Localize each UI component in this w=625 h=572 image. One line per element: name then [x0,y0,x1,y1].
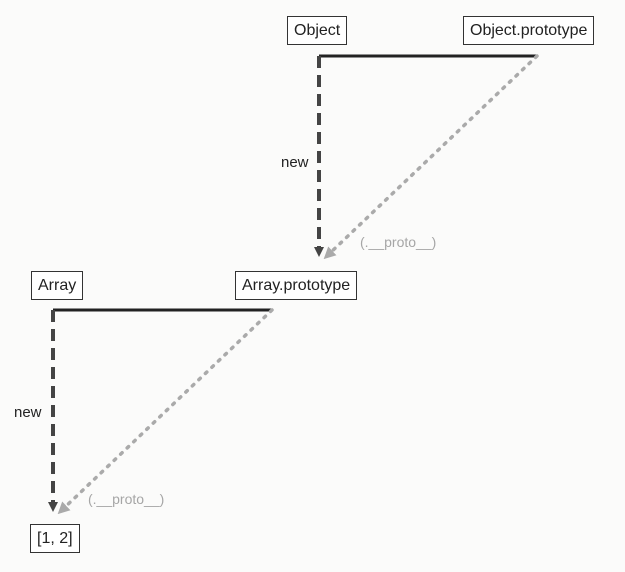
array-instance-node: [1, 2] [30,524,80,553]
new-label-bottom: new [14,404,42,421]
object-node: Object [287,16,348,45]
object-prototype-node: Object.prototype [463,16,595,45]
object-proto-arrow [323,54,539,260]
array-node: Array [31,271,84,300]
proto-label-bottom: (.__proto__) [88,491,165,507]
array-prototype-node: Array.prototype [235,271,358,300]
new-label-top: new [281,154,309,171]
array-proto-arrow [57,308,274,515]
proto-label-top: (.__proto__) [360,234,437,250]
